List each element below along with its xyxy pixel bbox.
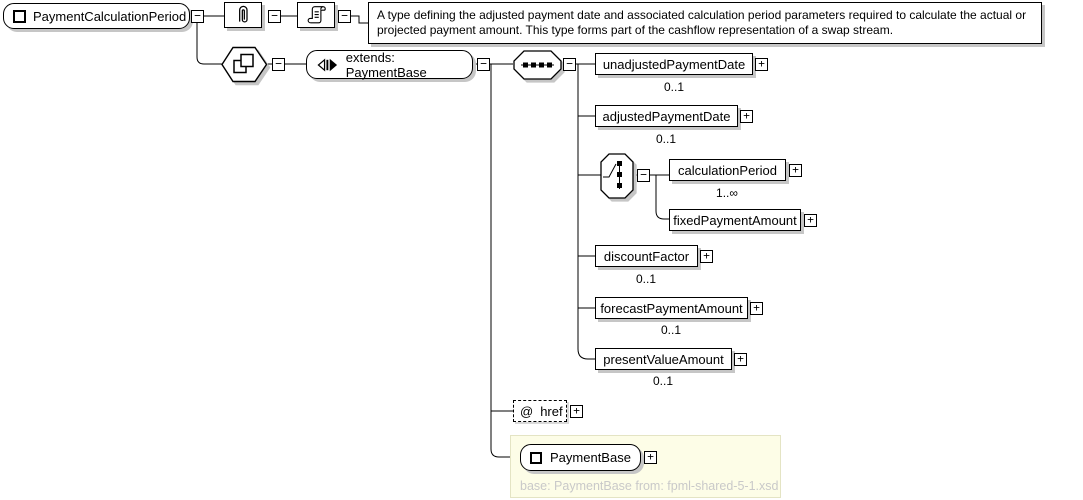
element-calculationPeriod[interactable]: calculationPeriod (669, 159, 786, 181)
expand-icon[interactable]: + (740, 110, 753, 123)
collapse-icon[interactable]: − (191, 10, 204, 23)
element-discountFactor[interactable]: discountFactor (595, 245, 698, 267)
element-forecastPaymentAmount[interactable]: forecastPaymentAmount (595, 297, 748, 319)
sequence-icon[interactable] (513, 50, 562, 80)
expand-icon[interactable]: + (750, 302, 763, 315)
expand-icon[interactable]: + (755, 58, 768, 71)
base-type-note: base: PaymentBase from: fpml-shared-5-1.… (520, 479, 779, 493)
documentation-box[interactable] (297, 2, 335, 28)
complex-type-icon (317, 57, 338, 72)
cardinality-label: 0..1 (663, 80, 685, 94)
collapse-icon[interactable]: − (338, 10, 351, 23)
expand-icon[interactable]: + (644, 451, 657, 464)
documentation-text: A type defining the adjusted payment dat… (368, 2, 1042, 44)
cardinality-label: 1..∞ (716, 186, 738, 200)
expand-icon[interactable]: + (789, 164, 802, 177)
base-type-box[interactable]: PaymentBase (520, 444, 641, 471)
attribute-name: href (540, 403, 563, 419)
extension-label: extends: PaymentBase (345, 49, 427, 80)
base-type-label: PaymentBase (550, 450, 631, 465)
choice-icon[interactable] (600, 153, 634, 199)
element-presentValueAmount[interactable]: presentValueAmount (595, 348, 732, 370)
scroll-icon (307, 6, 326, 24)
cardinality-label: 0..1 (655, 132, 677, 146)
expand-icon[interactable]: + (700, 250, 713, 263)
expand-icon[interactable]: + (734, 353, 747, 366)
cardinality-label: 0..1 (660, 323, 682, 337)
element-icon (13, 9, 26, 23)
annotation-box[interactable] (224, 2, 262, 28)
expand-icon[interactable]: + (804, 214, 817, 227)
derivation-icon[interactable] (221, 46, 268, 83)
element-icon (530, 451, 542, 464)
extension-box[interactable]: extends: PaymentBase (306, 49, 473, 80)
collapse-icon[interactable]: − (272, 58, 285, 71)
collapse-icon[interactable]: − (563, 58, 576, 71)
cardinality-label: 0..1 (652, 374, 674, 388)
attribute-marker-icon: @ (520, 403, 534, 419)
root-element-box[interactable]: PaymentCalculationPeriod (3, 3, 190, 29)
expand-icon[interactable]: + (570, 405, 583, 418)
cardinality-label: 0..1 (635, 272, 657, 286)
collapse-icon[interactable]: − (637, 169, 650, 182)
element-adjustedPaymentDate[interactable]: adjustedPaymentDate (595, 105, 738, 127)
paperclip-icon (239, 5, 248, 23)
attribute-href[interactable]: @ href (513, 400, 567, 422)
root-element-label: PaymentCalculationPeriod (33, 8, 187, 24)
element-fixedPaymentAmount[interactable]: fixedPaymentAmount (669, 209, 801, 231)
element-unadjustedPaymentDate[interactable]: unadjustedPaymentDate (595, 53, 753, 75)
collapse-icon[interactable]: − (268, 10, 281, 23)
collapse-icon[interactable]: − (477, 58, 490, 71)
